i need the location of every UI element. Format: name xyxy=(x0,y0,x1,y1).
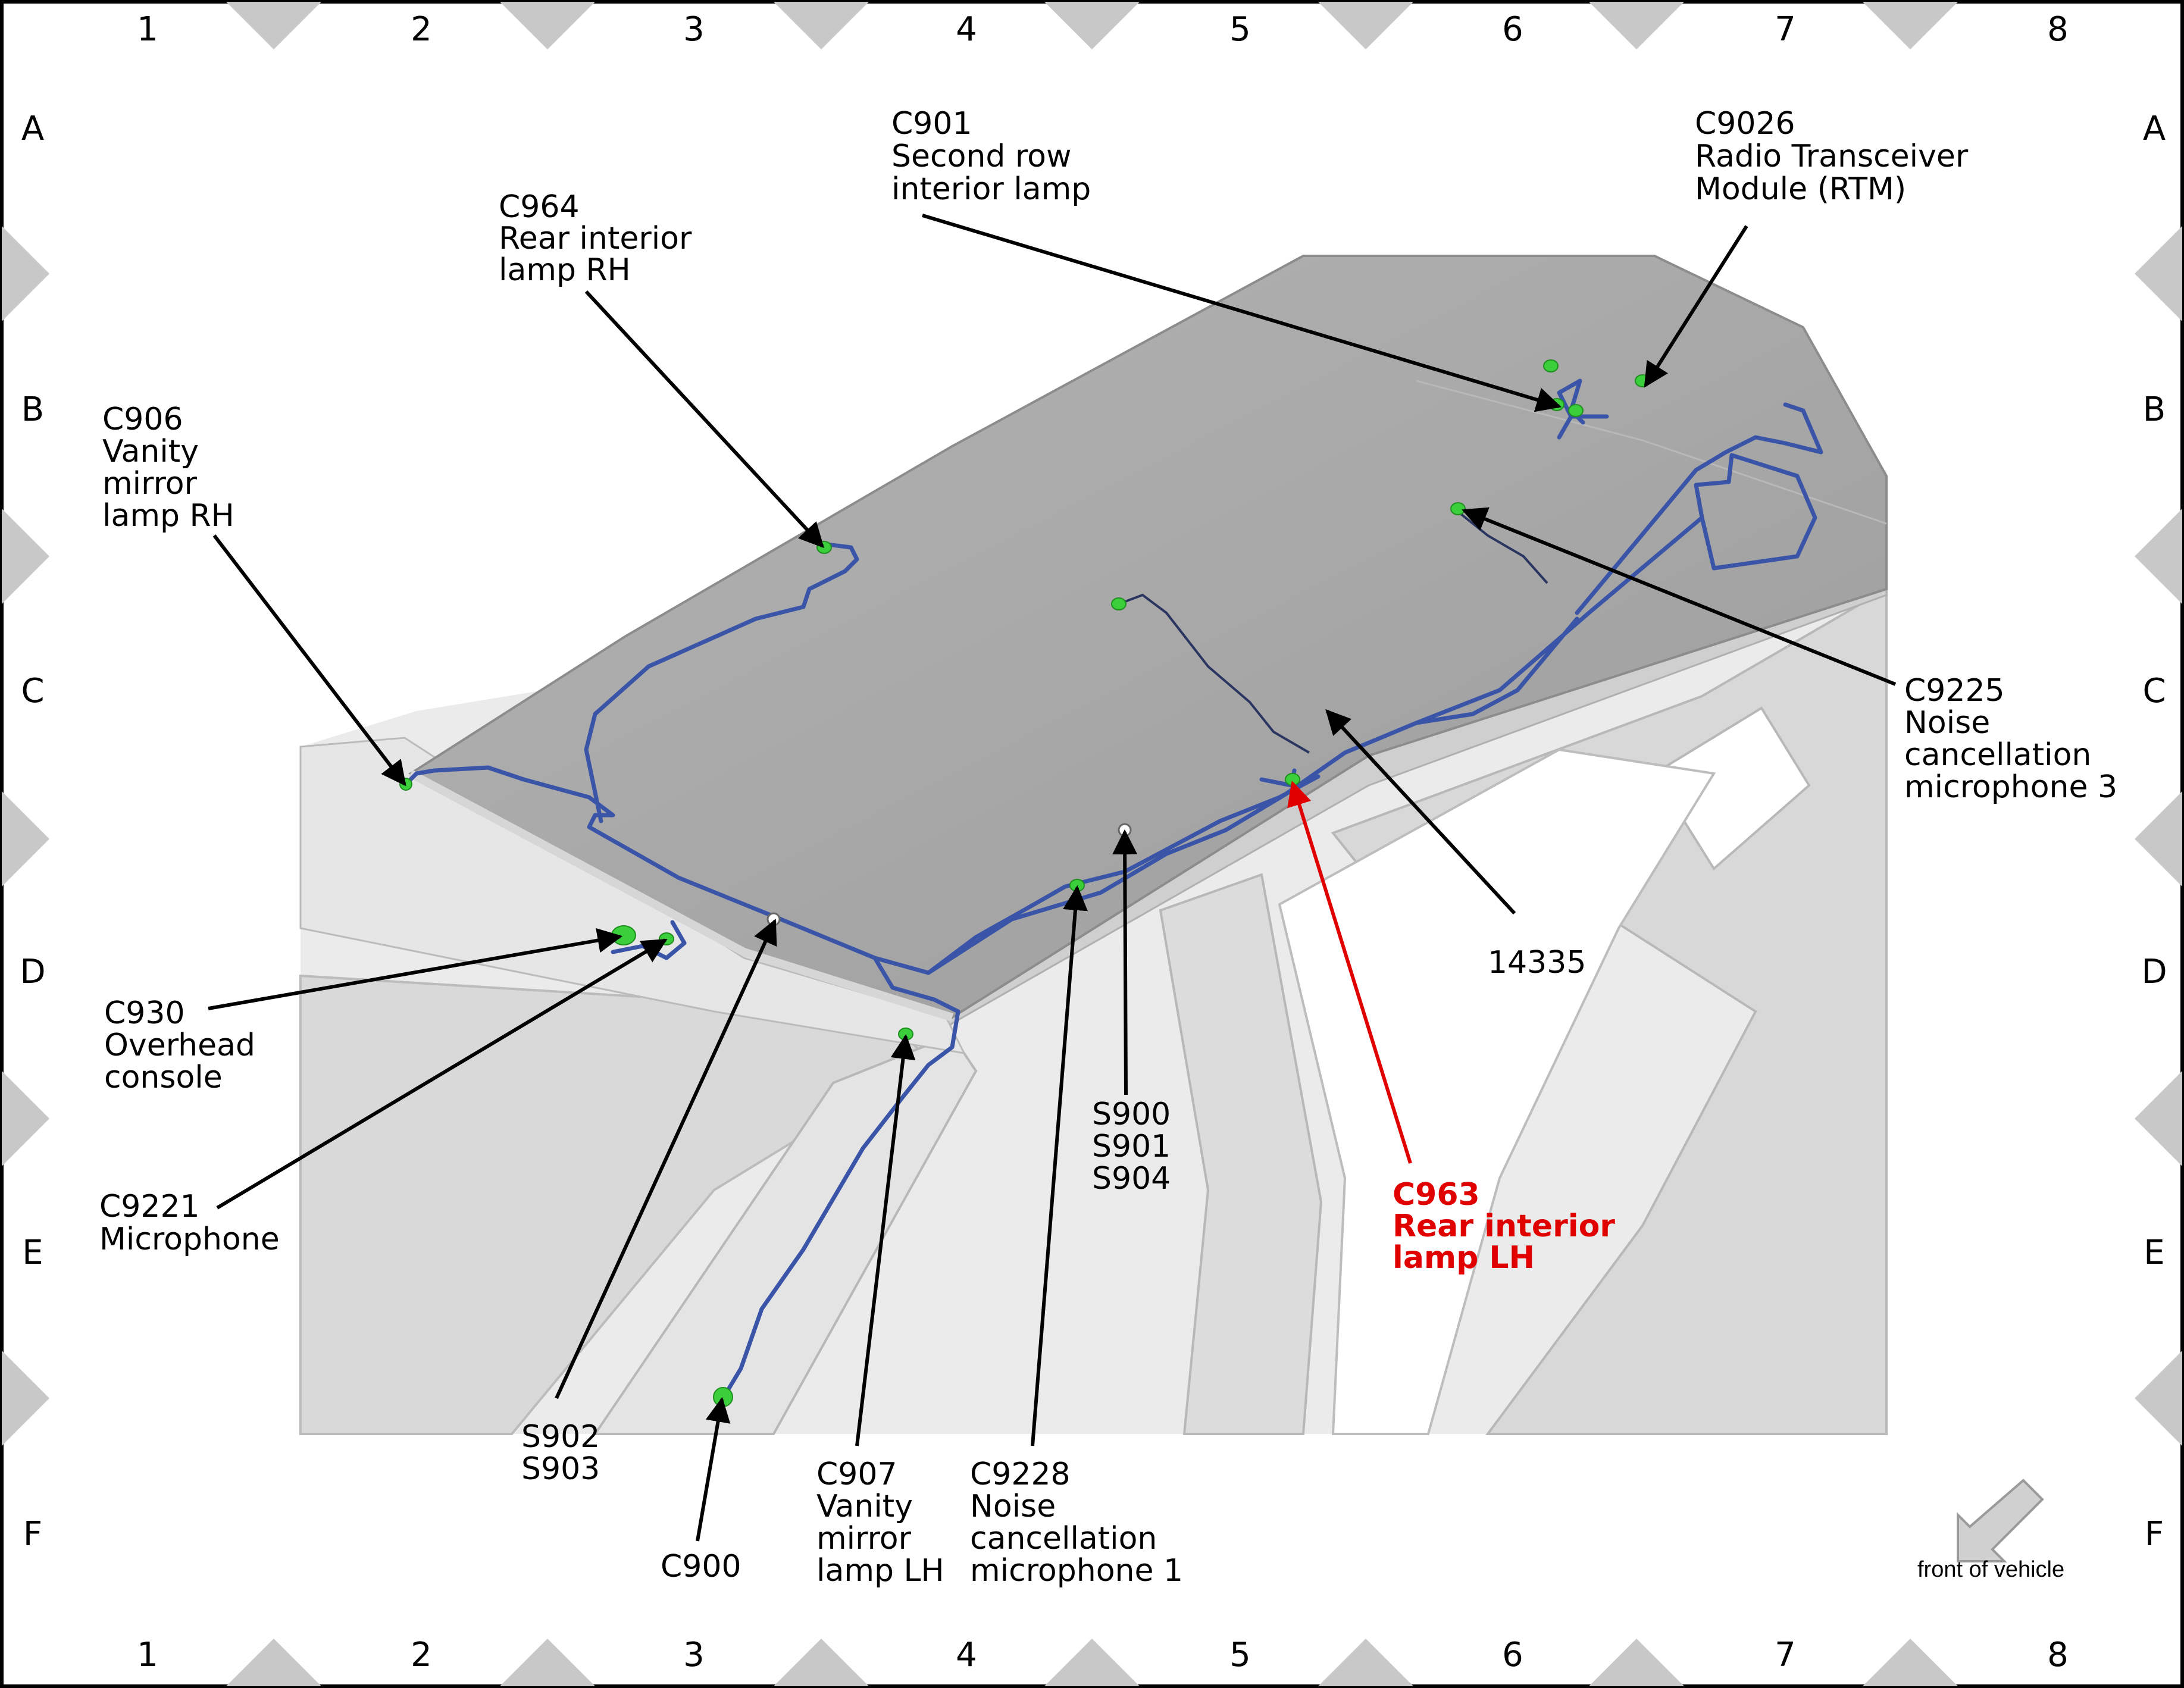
connector-c901-c xyxy=(1568,404,1584,417)
grid-col-8-bottom: 8 xyxy=(2047,1636,2069,1674)
leader-c900 xyxy=(696,1396,731,1542)
grid-row-f-right: F xyxy=(2145,1515,2164,1554)
grid-col-5: 5 xyxy=(1229,10,1251,49)
leader-s902 xyxy=(555,919,777,1399)
grid-row-c: C xyxy=(21,672,44,710)
grid-row-e: E xyxy=(22,1233,43,1272)
grid-col-7-bottom: 7 xyxy=(1775,1636,1796,1674)
grid-col-2-bottom: 2 xyxy=(411,1636,432,1674)
grid-row-b: B xyxy=(21,390,44,429)
grid-rows-left: A B C D E F xyxy=(20,109,45,1554)
grid-row-c-right: C xyxy=(2142,672,2166,710)
leader-s900 xyxy=(1112,829,1138,1095)
callout-s900: S900 S901 S904 xyxy=(1092,1097,1181,1197)
callout-c964: C964 Rear interior lamp RH xyxy=(499,189,702,288)
leader-c964 xyxy=(584,290,824,549)
callout-c906: C906 Vanity mirror lamp RH xyxy=(102,402,234,534)
grid-col-1: 1 xyxy=(137,10,158,49)
leader-c901 xyxy=(922,214,1562,412)
grid-rows-right: A B C D E F xyxy=(2141,109,2167,1554)
callout-c9228: C9228 Noise cancellation microphone 1 xyxy=(970,1457,1183,1589)
leader-c9026 xyxy=(1644,225,1748,388)
grid-col-3-bottom: 3 xyxy=(683,1636,705,1674)
leader-c907 xyxy=(855,1034,916,1446)
grid-col-6-bottom: 6 xyxy=(1502,1636,1523,1674)
leader-lines xyxy=(208,214,1897,1542)
grid-row-a-right: A xyxy=(2143,109,2166,148)
leader-c930 xyxy=(208,928,623,1010)
grid-col-6: 6 xyxy=(1502,10,1523,49)
grid-col-4: 4 xyxy=(956,10,977,49)
leader-14335 xyxy=(1325,709,1516,915)
connector-center xyxy=(1111,597,1127,610)
grid-columns-top: 1 2 3 4 5 6 7 8 xyxy=(137,10,2069,49)
leader-c9221 xyxy=(216,938,668,1210)
callout-s902: S902 S903 xyxy=(521,1419,610,1487)
callout-c930: C930 Overhead console xyxy=(104,995,265,1095)
callout-c9026: C9026 Radio Transceiver Module (RTM) xyxy=(1695,106,1978,207)
grid-col-2: 2 xyxy=(411,10,432,49)
connector-c930 xyxy=(611,925,636,945)
leader-c906 xyxy=(212,534,406,787)
vehicle-body-illustration xyxy=(299,255,1888,1435)
connector-c901-a xyxy=(1543,359,1559,372)
grid-row-b-right: B xyxy=(2143,390,2166,429)
callout-c963: C963 Rear interior lamp LH xyxy=(1393,1177,1626,1276)
front-of-vehicle-indicator: front of vehicle xyxy=(1917,1479,2064,1582)
grid-row-d-right: D xyxy=(2141,953,2167,991)
grid-col-7: 7 xyxy=(1775,10,1796,49)
callout-c907: C907 Vanity mirror lamp LH xyxy=(816,1457,944,1589)
grid-row-a: A xyxy=(21,109,44,148)
grid-row-e-right: E xyxy=(2144,1233,2164,1272)
callout-c901: C901 Second row interior lamp xyxy=(891,106,1091,207)
leader-c9228 xyxy=(1031,885,1088,1446)
leader-c963 xyxy=(1287,780,1412,1164)
callout-c9221: C9221 Microphone xyxy=(99,1189,280,1257)
callout-14335: 14335 xyxy=(1488,945,1586,981)
grid-col-8: 8 xyxy=(2047,10,2069,49)
connector-c900 xyxy=(713,1387,733,1407)
grid-columns-bottom: 1 2 3 4 5 6 7 8 xyxy=(137,1636,2069,1674)
connector-c9225 xyxy=(1450,502,1466,515)
grid-col-5-bottom: 5 xyxy=(1229,1636,1251,1674)
front-of-vehicle-label: front of vehicle xyxy=(1917,1557,2064,1582)
grid-col-3: 3 xyxy=(683,10,705,49)
grid-row-f: F xyxy=(23,1515,42,1554)
grid-col-1-bottom: 1 xyxy=(137,1636,158,1674)
callout-c9225: C9225 Noise cancellation microphone 3 xyxy=(1904,673,2117,805)
grid-row-d: D xyxy=(20,953,45,991)
front-arrow-icon xyxy=(1957,1479,2044,1562)
grid-col-4-bottom: 4 xyxy=(956,1636,977,1674)
callout-c900: C900 xyxy=(661,1549,741,1584)
leader-c9225 xyxy=(1462,507,1897,686)
